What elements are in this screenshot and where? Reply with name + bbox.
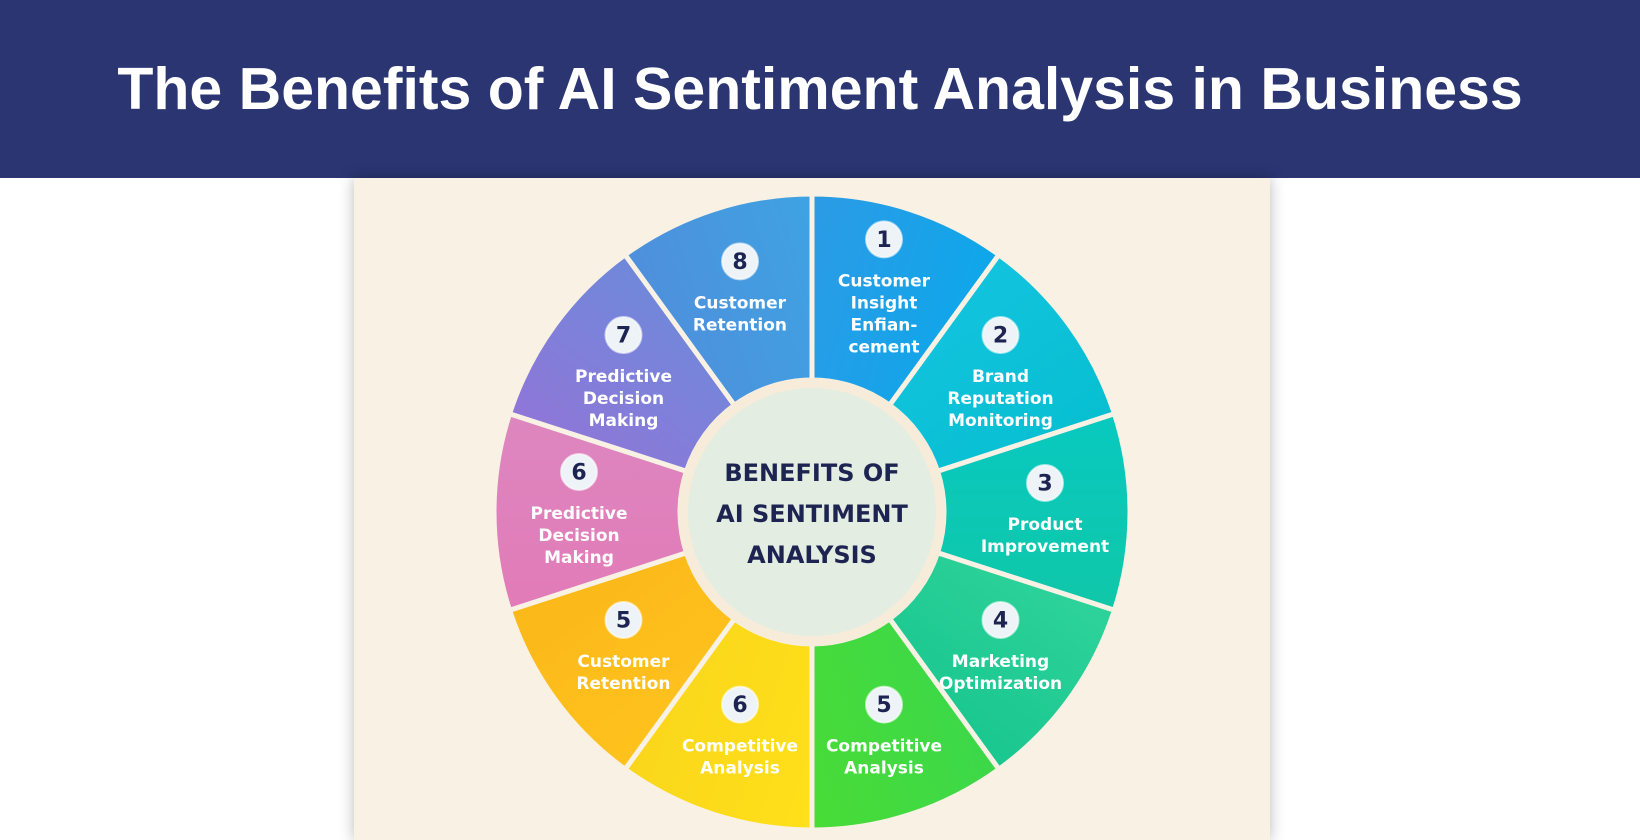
number-badge <box>981 316 1020 355</box>
segment-label: Competitive <box>682 737 798 757</box>
segment-label: Analysis <box>844 759 924 779</box>
number-badge <box>720 242 759 281</box>
center-title-line: AI SENTIMENT <box>716 500 908 528</box>
segment-label: Improvement <box>981 537 1109 557</box>
segment-label: Making <box>544 548 614 568</box>
segment-label: Monitoring <box>948 411 1053 431</box>
segment-label: Reputation <box>947 389 1053 409</box>
number-badge <box>981 600 1020 639</box>
number-badge <box>720 685 759 724</box>
segment-label: Decision <box>583 389 664 409</box>
segment-number: 4 <box>993 608 1008 633</box>
segment-label: Marketing <box>952 652 1049 672</box>
title-banner: The Benefits of AI Sentiment Analysis in… <box>0 0 1640 178</box>
segment-label: cement <box>848 337 919 357</box>
page-title: The Benefits of AI Sentiment Analysis in… <box>117 56 1523 122</box>
center-title-line: BENEFITS OF <box>724 459 899 487</box>
number-badge <box>604 316 643 355</box>
segment-number: 5 <box>876 693 891 718</box>
center-disc <box>688 388 936 636</box>
number-badge <box>865 220 904 259</box>
number-badge <box>560 453 598 491</box>
segment-label: Optimization <box>939 674 1062 694</box>
segment-label: Predictive <box>575 367 672 387</box>
segment-number: 2 <box>993 324 1008 349</box>
number-badge <box>865 685 904 724</box>
center-title-line: ANALYSIS <box>747 541 877 569</box>
segment-label: Product <box>1008 515 1083 535</box>
segment-label: Competitive <box>826 737 942 757</box>
segment-label: Customer <box>577 652 670 672</box>
number-badge <box>1026 464 1064 502</box>
segment-label: Customer <box>838 271 931 291</box>
segment-label: Making <box>589 411 659 431</box>
segment-label: Analysis <box>700 759 780 779</box>
segment-number: 6 <box>732 693 747 718</box>
segment-number: 5 <box>616 608 631 633</box>
segment-number: 7 <box>616 324 631 349</box>
segment-label: Retention <box>576 674 670 694</box>
segment-label: Retention <box>693 315 787 335</box>
number-badge <box>604 600 643 639</box>
segment-label: Insight <box>851 293 918 313</box>
segment-label: Enfian- <box>851 315 918 335</box>
center-title: BENEFITS OF AI SENTIMENT ANALYSIS <box>716 459 908 569</box>
segment-label: Brand <box>972 367 1029 387</box>
segment-number: 8 <box>732 250 747 275</box>
segment-number: 3 <box>1037 472 1052 497</box>
segment-number: 1 <box>876 228 891 253</box>
segment-number: 6 <box>571 461 586 486</box>
segment-label: Decision <box>538 526 619 546</box>
segment-label: Predictive <box>530 504 627 524</box>
segment-label: Customer <box>694 293 787 313</box>
